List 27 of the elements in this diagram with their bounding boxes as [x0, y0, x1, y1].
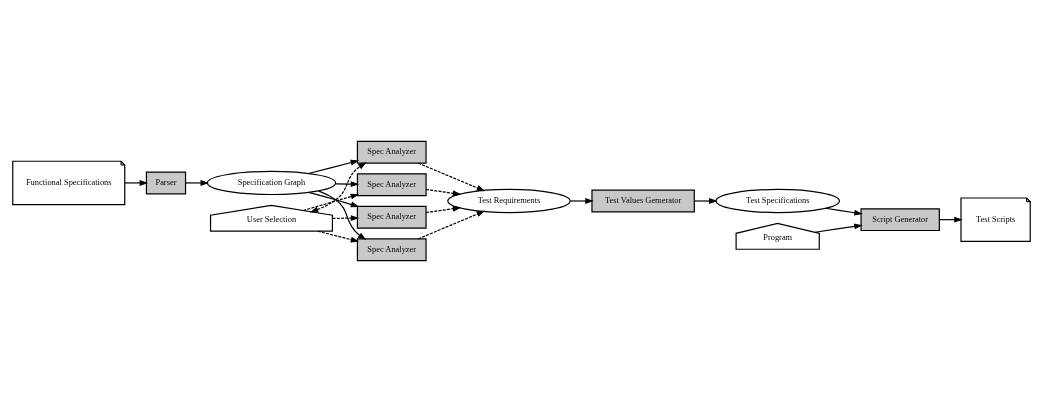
- arrow: [331, 215, 360, 221]
- arrow: [425, 205, 462, 214]
- node-box: Spec Analyzer: [356, 238, 427, 262]
- node-box: Spec Analyzer: [356, 173, 427, 197]
- arrow: [335, 181, 360, 188]
- node-ellipse: Specification Graph: [206, 170, 337, 196]
- arrow: [417, 210, 486, 240]
- node-box: Spec Analyzer: [356, 205, 427, 229]
- node-box: Test Values Gemerator: [591, 189, 695, 213]
- arrow: [317, 230, 360, 243]
- node-box: Script Generator: [860, 208, 940, 232]
- node-box: Parser: [145, 171, 187, 195]
- arrow: [308, 191, 360, 208]
- node-ellipse: Test Specifications: [715, 188, 840, 214]
- arrow: [124, 180, 149, 186]
- arrow: [185, 180, 209, 186]
- arrow: [309, 162, 367, 213]
- node-box: Spec Analyzer: [356, 140, 427, 164]
- arrow: [308, 159, 360, 175]
- arrow: [425, 188, 462, 197]
- arrow: [824, 207, 863, 216]
- arrow: [569, 198, 594, 204]
- arrow: [417, 162, 486, 192]
- arrow: [302, 193, 360, 212]
- arrow: [317, 190, 367, 240]
- arrow: [693, 198, 718, 204]
- arrow: [814, 223, 863, 233]
